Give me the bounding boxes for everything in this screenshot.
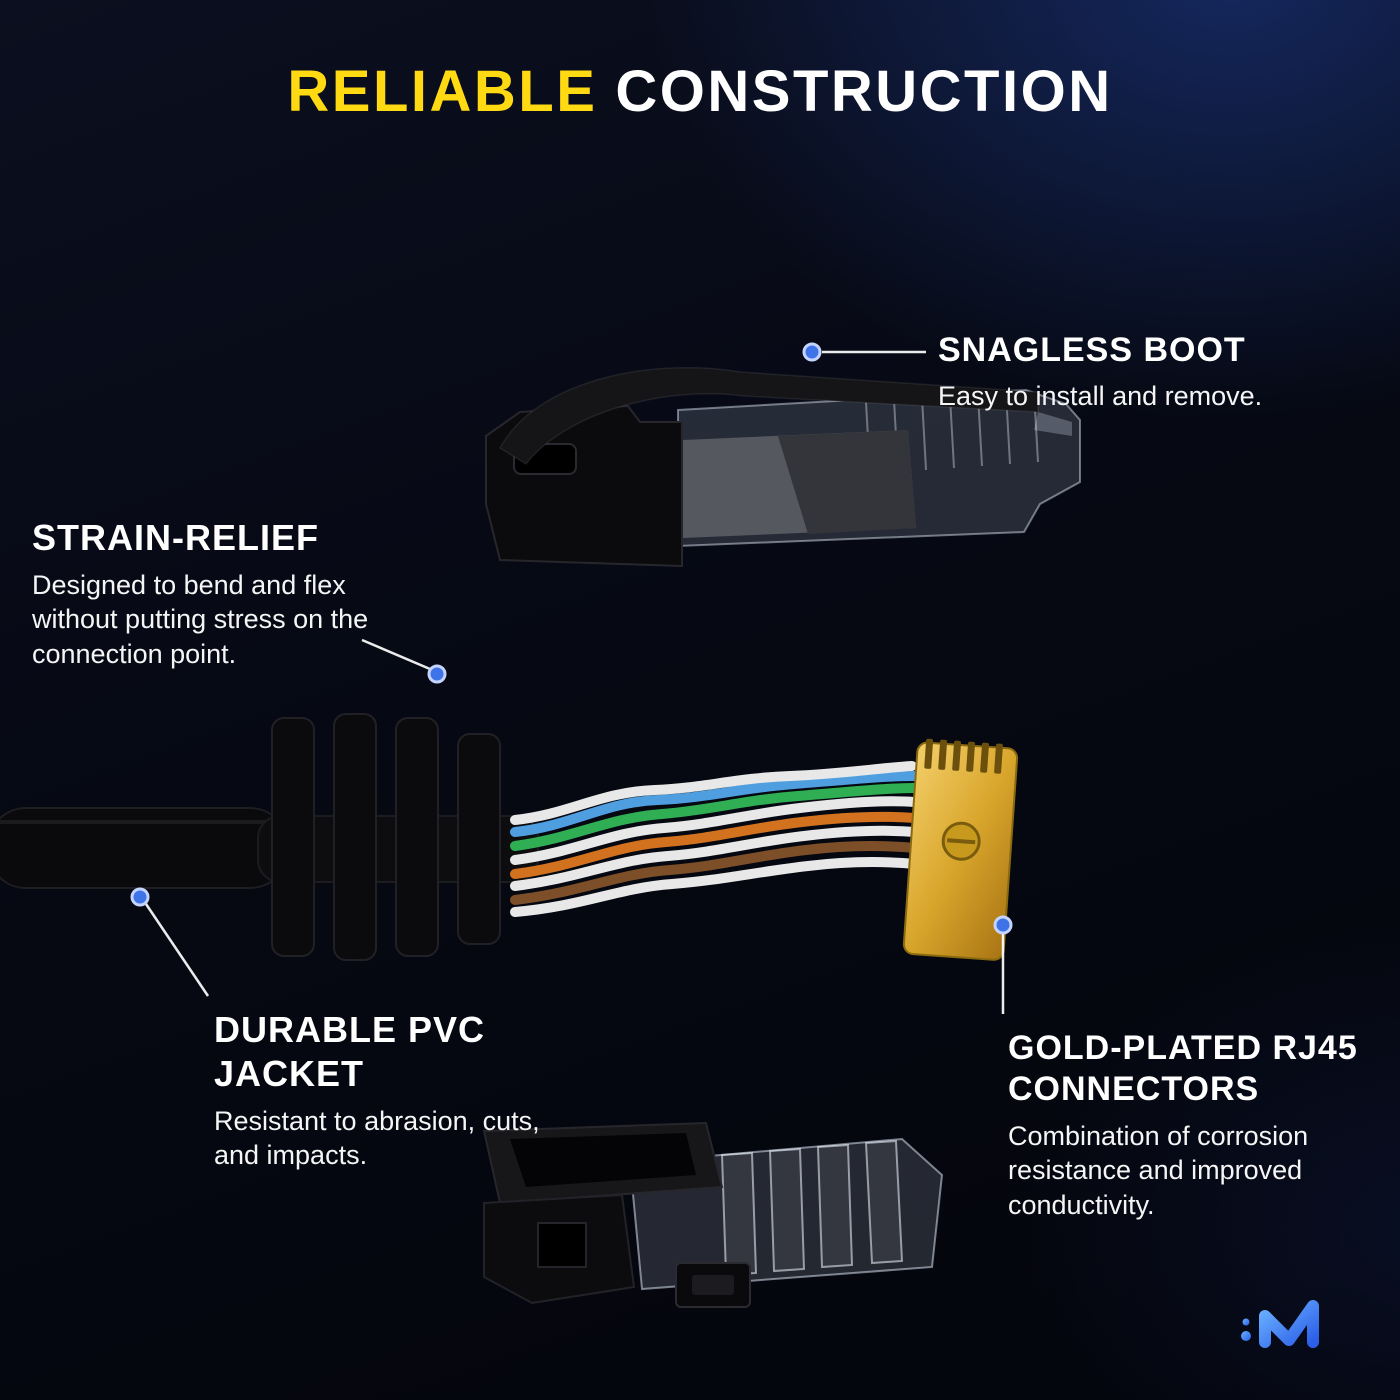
title-highlight: RELIABLE	[287, 59, 598, 124]
callout-snagless-boot: SNAGLESS BOOT Easy to install and remove…	[938, 330, 1358, 414]
gold-rj45-description: Combination of corrosion resistance and …	[1008, 1120, 1309, 1221]
snagless-boot-title: SNAGLESS BOOT	[938, 331, 1246, 369]
pvc-jacket-description: Resistant to abrasion, cuts, and impacts…	[214, 1105, 540, 1171]
gold-rj45-title: GOLD-PLATED RJ45 CONNECTORS	[1008, 1029, 1358, 1109]
strain-relief-description: Designed to bend and flex without puttin…	[32, 569, 369, 669]
rj45-connector-underside-image	[482, 1121, 944, 1308]
rj45-snagless-boot-image	[485, 366, 1081, 568]
brand-wave-logo-icon	[1241, 1300, 1339, 1348]
pvc-jacket-title: DURABLE PVC JACKET	[214, 1009, 486, 1094]
strain-relief-title: STRAIN-RELIEF	[32, 517, 319, 558]
callout-strain-relief: STRAIN-RELIEF Designed to bend and flex …	[32, 516, 412, 672]
callout-pvc-jacket: DURABLE PVC JACKET Resistant to abrasion…	[214, 1008, 544, 1173]
callout-gold-plated-rj45: GOLD-PLATED RJ45 CONNECTORS Combination …	[1008, 1028, 1358, 1223]
snagless-boot-description: Easy to install and remove.	[938, 381, 1263, 412]
title-rest: CONSTRUCTION	[615, 59, 1113, 124]
page-title: RELIABLE CONSTRUCTION	[0, 58, 1400, 125]
strain-relief-dot	[427, 664, 447, 684]
cable-strain-relief-image	[0, 713, 1019, 961]
